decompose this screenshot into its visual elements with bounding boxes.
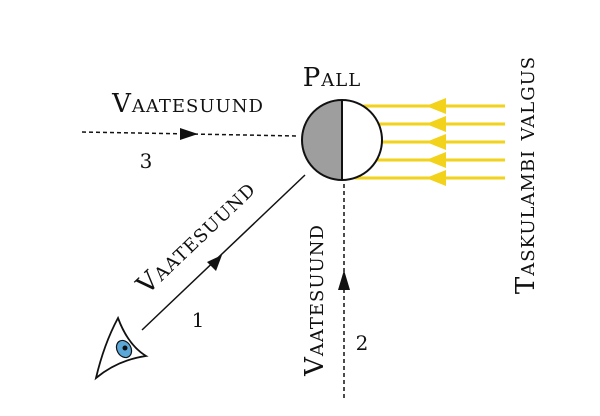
view-direction-3: Vaatesuund 3 [81,89,299,173]
ball [301,99,383,181]
view-2-number: 2 [356,331,369,355]
ball-label: Pall [303,63,361,93]
view-1-arrow [207,255,222,271]
view-2-arrow [338,270,350,290]
light-ray-arrow [426,134,446,150]
view-2-label: Vaatesuund [300,224,330,377]
eye-icon [94,315,149,381]
light-ray-arrow [426,152,446,168]
flashlight-light-label: Taskulambi valgus [511,56,541,294]
view-direction-2: Vaatesuund 2 [300,184,368,398]
ball-lit-half [342,100,382,180]
light-ray-arrow [426,116,446,132]
ball-dark-half [302,100,342,180]
view-direction-1: Vaatesuund 1 [130,174,306,332]
view-3-arrow [180,128,198,140]
eye-pupil [122,345,128,351]
light-ray-arrow [426,170,446,186]
flashlight-rays [354,98,505,186]
view-3-label: Vaatesuund [111,89,264,119]
view-1-number: 1 [192,308,205,332]
view-1-label: Vaatesuund [130,174,261,301]
light-ray-arrow [426,98,446,114]
view-3-number: 3 [140,149,153,173]
view-1-line [141,174,306,331]
